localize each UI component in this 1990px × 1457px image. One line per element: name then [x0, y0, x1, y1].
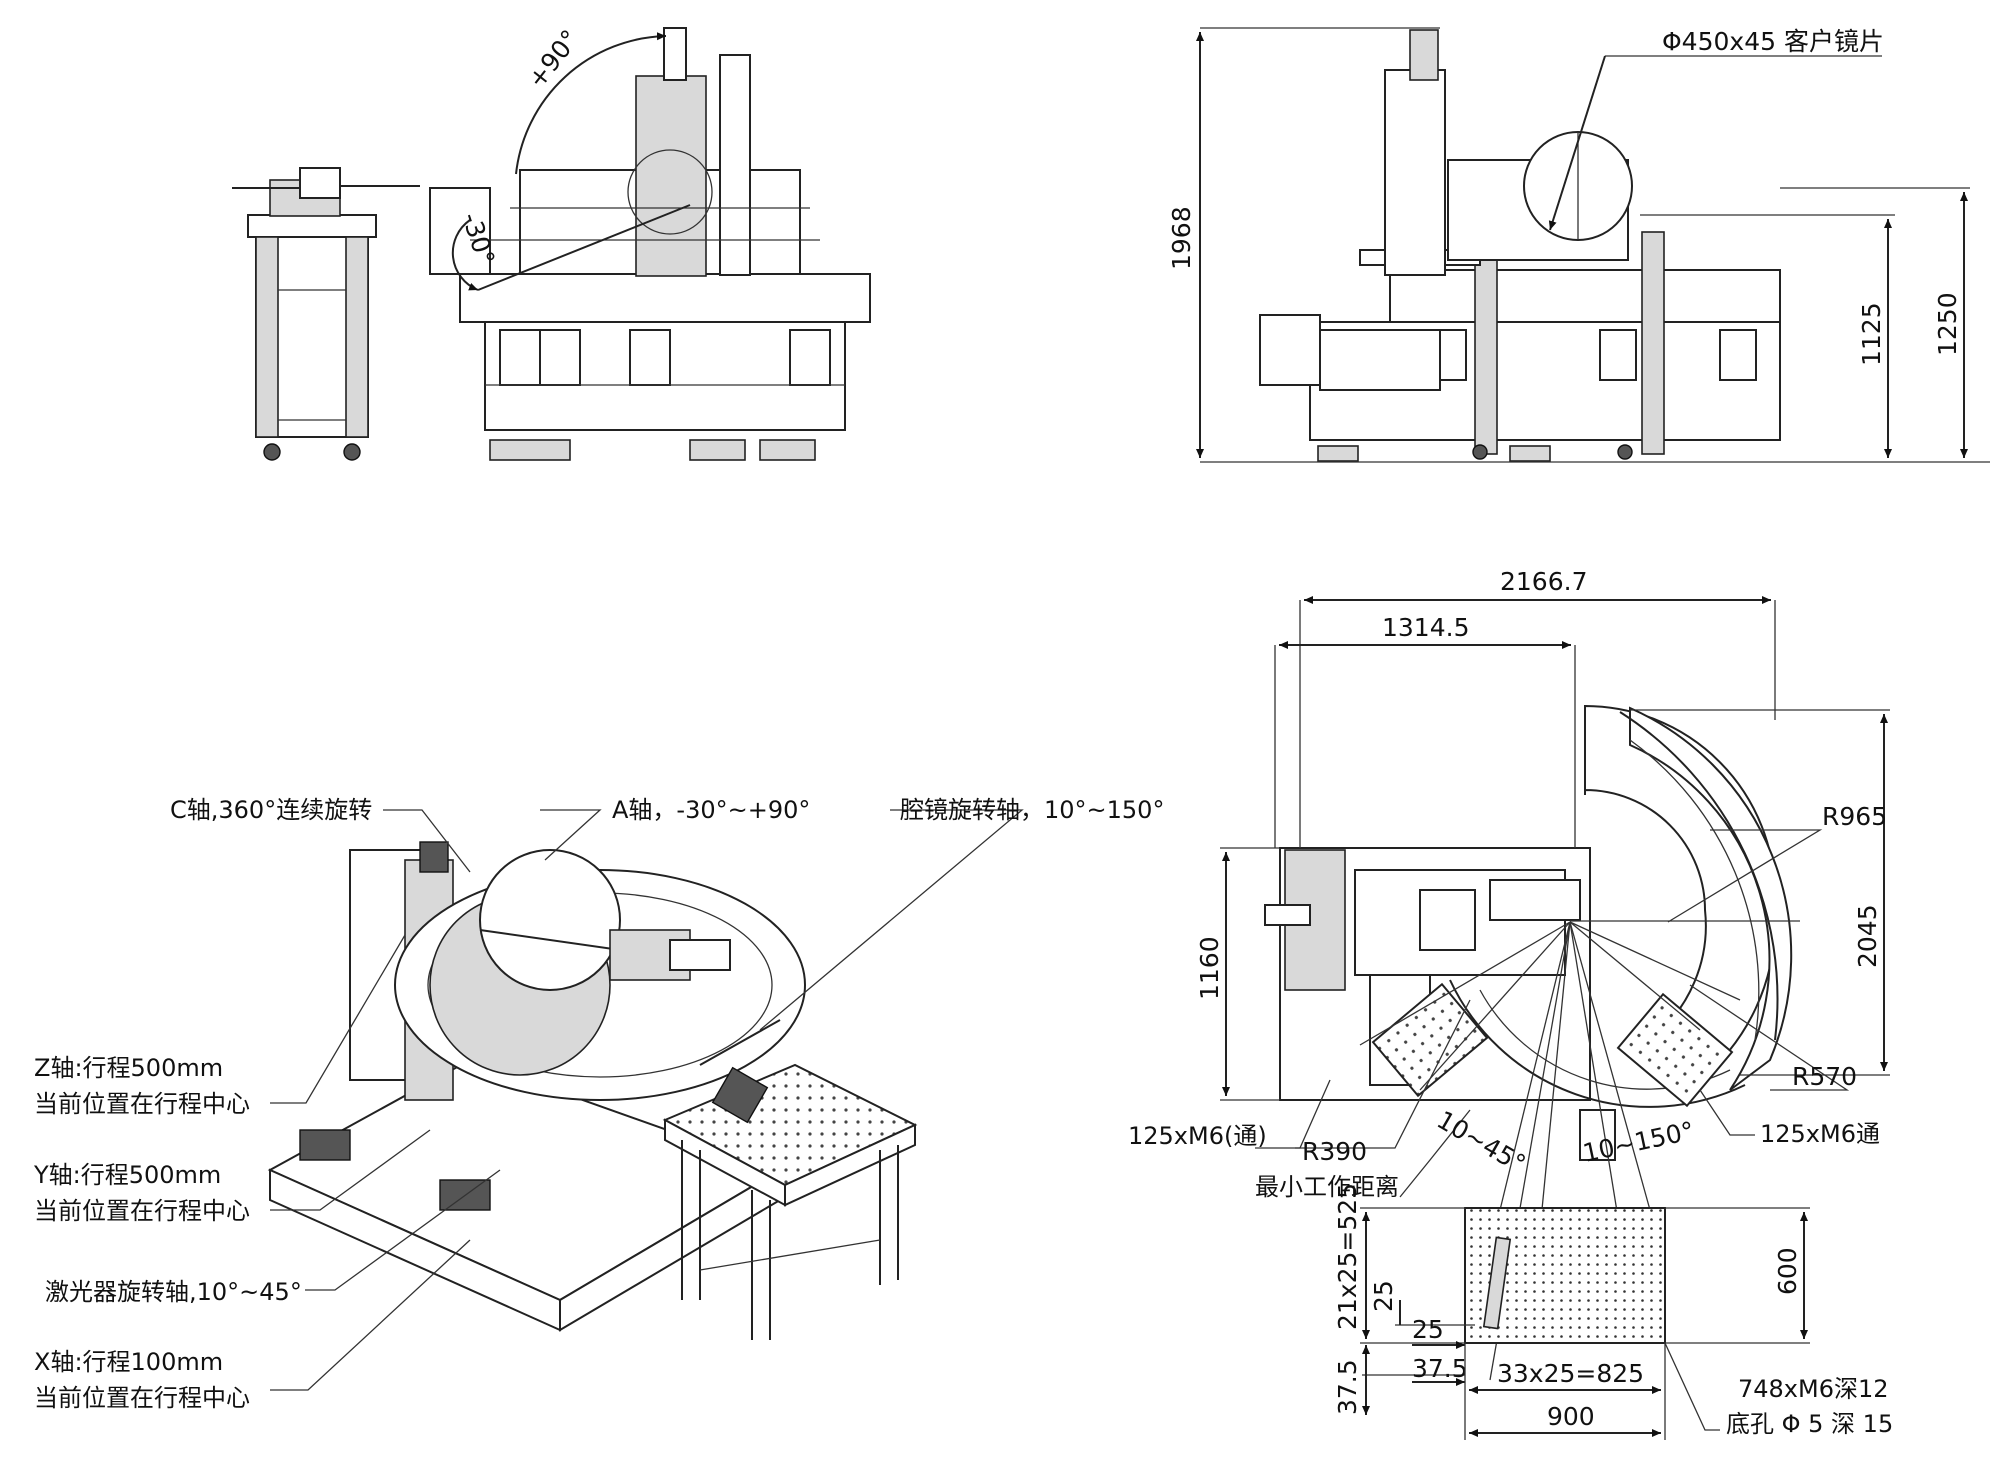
callout-y-axis-line1: Y轴:行程500mm	[33, 1161, 221, 1189]
callout-z-axis-line2: 当前位置在行程中心	[34, 1090, 250, 1118]
dim-25-h: 25	[1412, 1315, 1444, 1344]
dim-33x25: 33x25=825	[1497, 1359, 1644, 1388]
dim-2166-7: 2166.7	[1500, 567, 1587, 596]
callout-z-axis-line1: Z轴:行程500mm	[34, 1054, 223, 1082]
callout-c-axis: C轴,360°连续旋转	[170, 796, 372, 824]
callout-laser: 激光器旋转轴,10°~45°	[45, 1278, 302, 1306]
radius-r570: R570	[1792, 1062, 1857, 1091]
top-view: 2166.7 1314.5 2045 1160 R965 R570 R390 最…	[1128, 567, 1893, 1440]
dim-21x25: 21x25=525	[1333, 1183, 1362, 1330]
holes-left: 125xM6(通)	[1128, 1122, 1267, 1150]
callout-x-axis-line2: 当前位置在行程中心	[34, 1384, 250, 1412]
table-bottom-hole: 底孔 Φ 5 深 15	[1726, 1410, 1893, 1438]
dim-37-5-v: 37.5	[1333, 1359, 1362, 1415]
dim-25-v: 25	[1369, 1280, 1398, 1312]
dim-1968: 1968	[1167, 206, 1196, 270]
callout-a-axis: A轴，-30°~+90°	[612, 796, 810, 824]
holes-right: 125xM6通	[1760, 1120, 1880, 1148]
callout-y-axis-line2: 当前位置在行程中心	[34, 1197, 250, 1225]
table-holes: 748xM6深12	[1738, 1375, 1889, 1403]
radius-r965: R965	[1822, 802, 1887, 831]
angle-up-label: +90°	[522, 24, 585, 93]
radius-r390: R390	[1302, 1137, 1367, 1166]
dim-900: 900	[1547, 1402, 1595, 1431]
angle-laser: 10~45°	[1432, 1105, 1531, 1179]
dim-1160: 1160	[1195, 936, 1224, 1000]
dim-600: 600	[1773, 1247, 1802, 1295]
dim-1314-5: 1314.5	[1382, 613, 1469, 642]
min-work-distance: 最小工作距离	[1255, 1173, 1399, 1201]
dim-1250: 1250	[1933, 292, 1962, 356]
dim-1125: 1125	[1857, 302, 1886, 366]
callout-endoscope: 腔镜旋转轴，10°~150°	[900, 796, 1164, 824]
dim-2045: 2045	[1853, 904, 1882, 968]
callout-x-axis-line1: X轴:行程100mm	[34, 1348, 223, 1376]
mirror-label: Φ450x45 客户镜片	[1662, 27, 1884, 56]
iso-view: C轴,360°连续旋转 A轴，-30°~+90° 腔镜旋转轴，10°~150° …	[33, 796, 1164, 1412]
front-view: +90° -30°	[232, 24, 871, 461]
side-view: 1968 1125 1250 Φ450x45 客户镜片	[1167, 27, 1990, 463]
dim-37-5-h: 37.5	[1412, 1354, 1468, 1383]
